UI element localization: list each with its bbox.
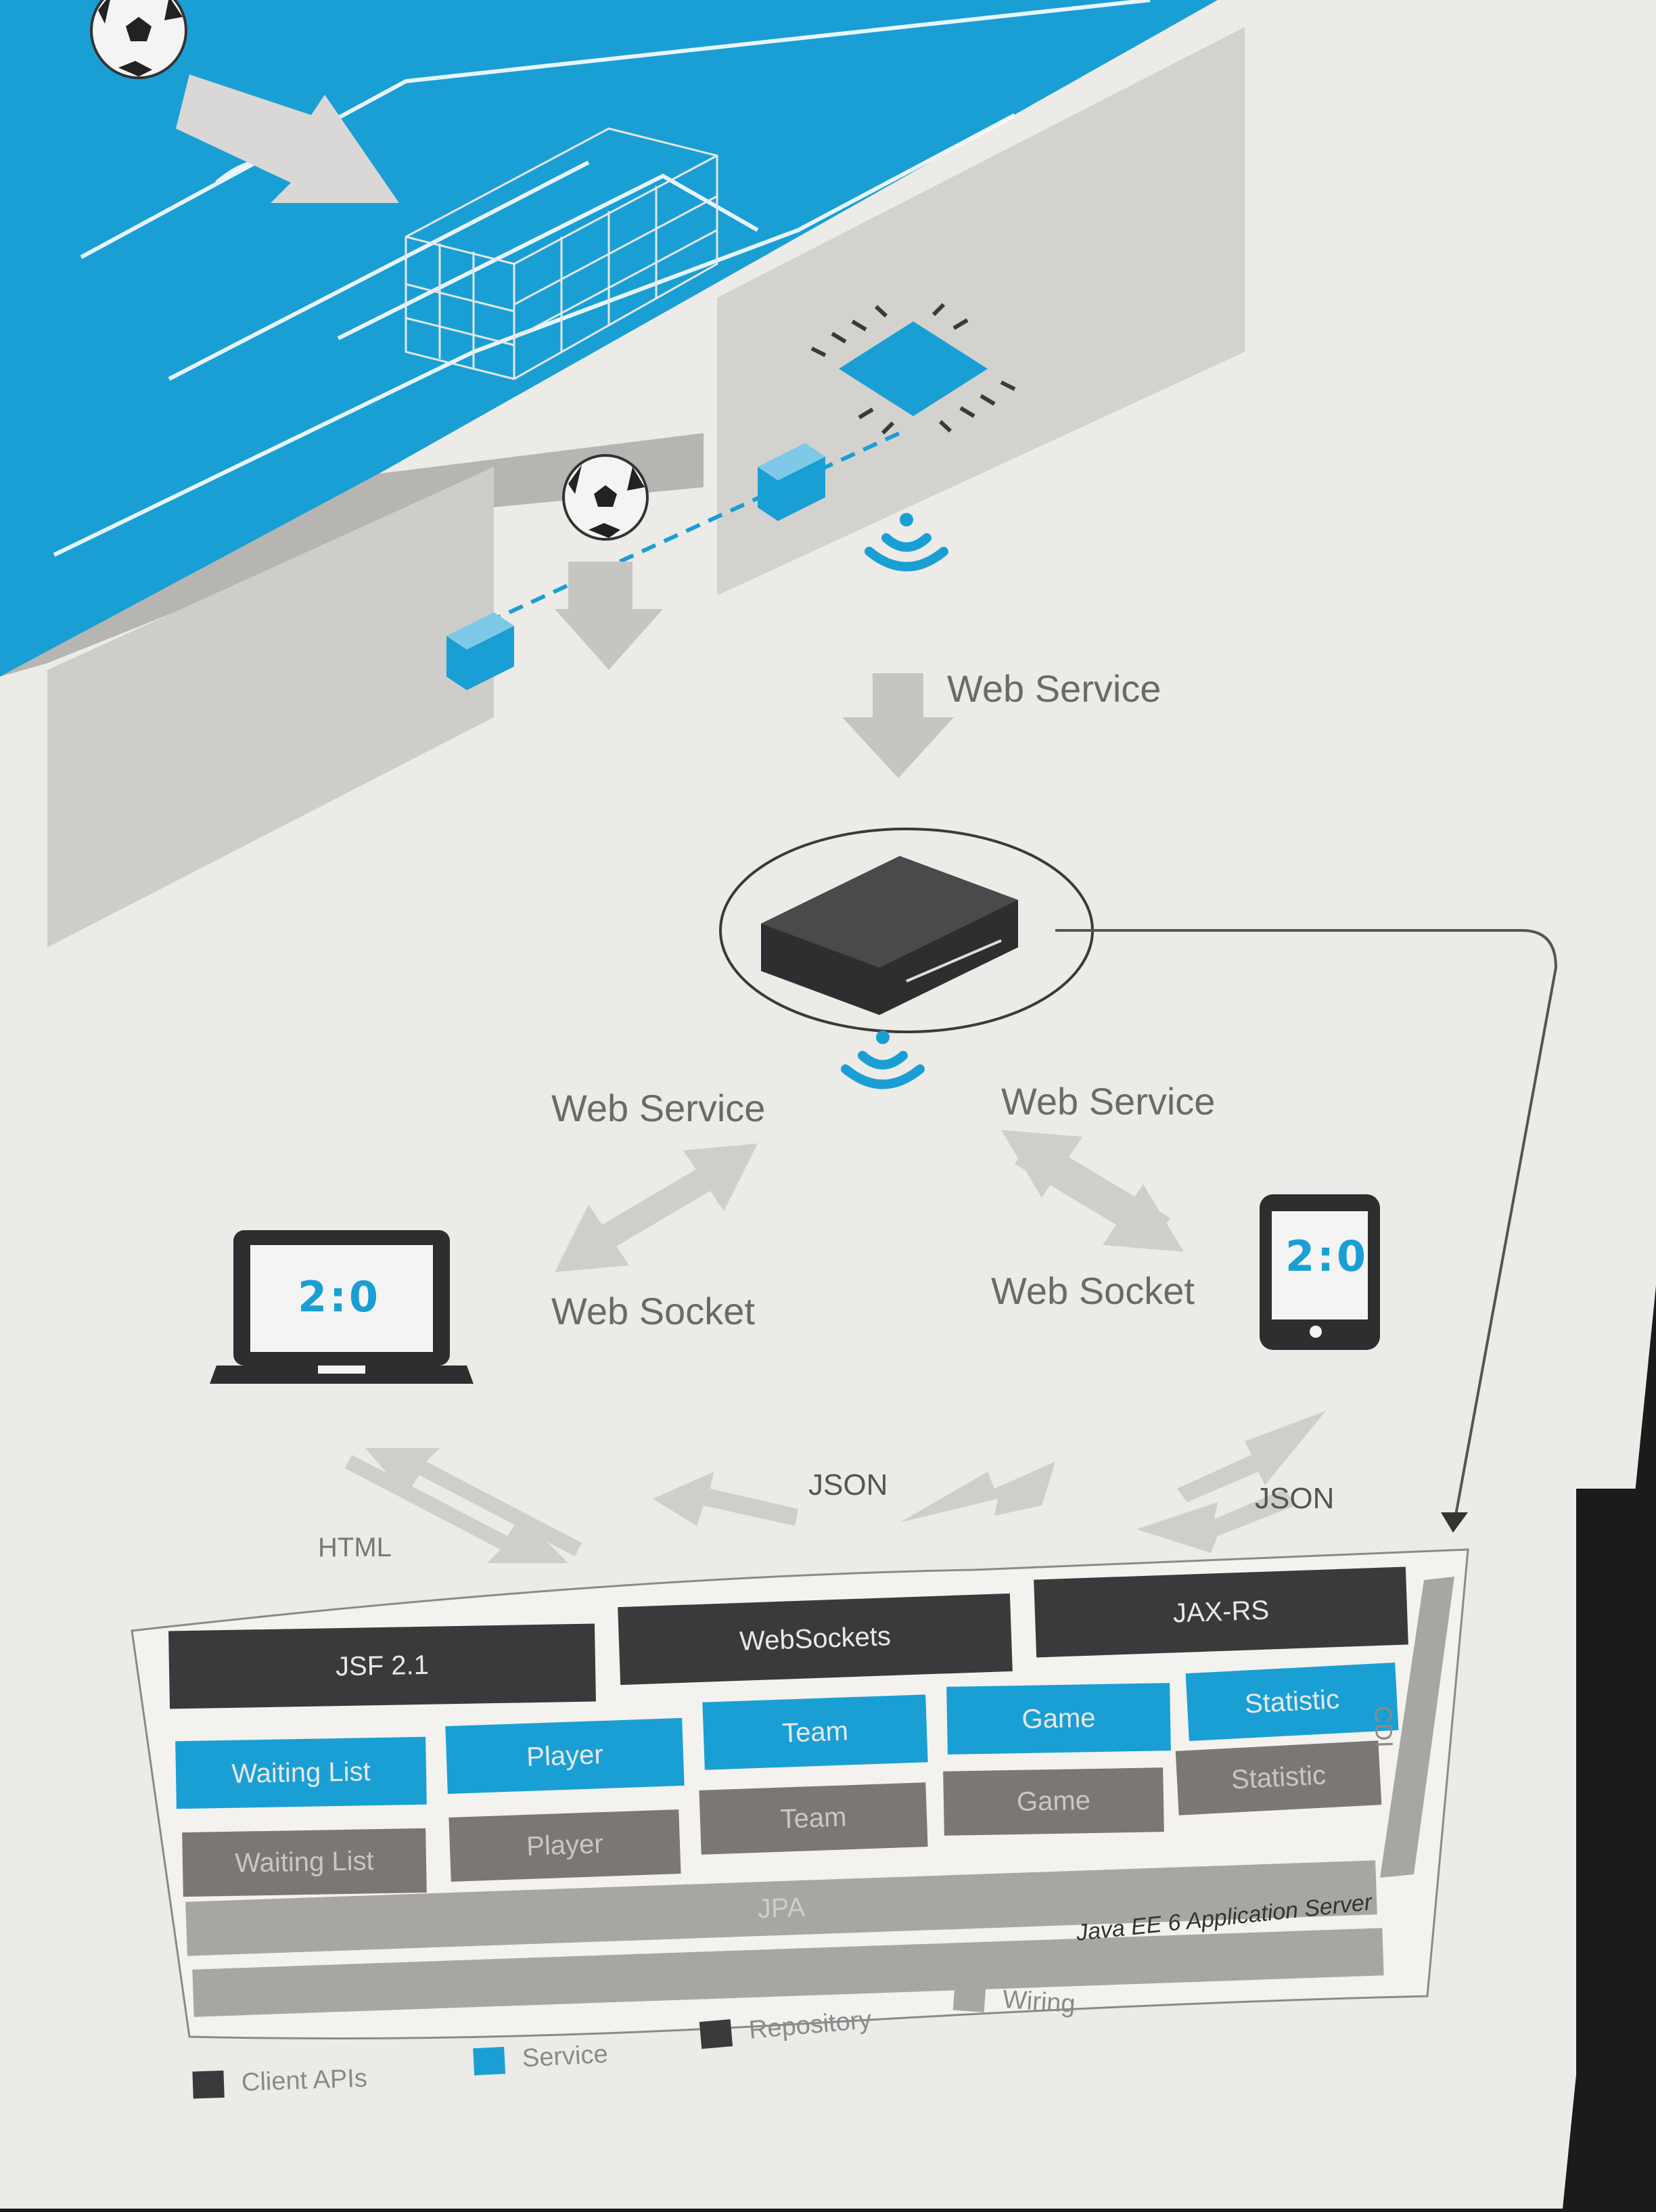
client-api-jaxrs: JAX-RS bbox=[1034, 1566, 1408, 1658]
label-json-center: JSON bbox=[808, 1468, 888, 1502]
label-left-web-socket: Web Socket bbox=[551, 1290, 755, 1332]
cdi-label: CDI bbox=[1369, 1705, 1399, 1748]
left-wall bbox=[47, 467, 494, 947]
legend-label: Client APIs bbox=[241, 2064, 368, 2097]
service-statistic: Statistic bbox=[1185, 1662, 1399, 1742]
cdi-bar bbox=[1380, 1577, 1454, 1878]
repository-team: Team bbox=[699, 1782, 928, 1855]
goal-net-icon bbox=[405, 127, 718, 380]
repository-player: Player bbox=[448, 1809, 681, 1882]
client-api-websockets: WebSockets bbox=[618, 1593, 1013, 1686]
legend-swatch bbox=[192, 2070, 225, 2098]
dark-room-edge bbox=[1576, 1489, 1656, 2209]
label-top-web-service: Web Service bbox=[947, 667, 1162, 710]
legend-client-apis: Client APIs bbox=[192, 2064, 368, 2100]
label-html: HTML bbox=[318, 1533, 392, 1562]
service-team: Team bbox=[702, 1694, 928, 1770]
legend-swatch bbox=[473, 2046, 506, 2075]
phone-icon bbox=[1260, 1194, 1380, 1350]
label-left-web-service: Web Service bbox=[551, 1087, 766, 1129]
soccer-ball-icon bbox=[562, 454, 649, 541]
legend-label: Wiring bbox=[1001, 1985, 1076, 2019]
label-right-web-socket: Web Socket bbox=[991, 1269, 1195, 1312]
wifi-icon bbox=[841, 1031, 925, 1089]
soccer-ball-icon bbox=[90, 0, 187, 79]
wifi-icon bbox=[865, 513, 948, 572]
label-json-right: JSON bbox=[1255, 1482, 1335, 1515]
signal-line bbox=[486, 431, 901, 625]
repository-waiting-list: Waiting List bbox=[182, 1828, 427, 1897]
connector-line bbox=[1055, 929, 1558, 1523]
bidirectional-arrows bbox=[555, 1130, 1184, 1272]
laptop-score: 2:0 bbox=[298, 1272, 382, 1322]
gateway-box-icon bbox=[761, 856, 1018, 1015]
down-arrow bbox=[842, 673, 954, 778]
protocol-arrows bbox=[345, 1411, 1326, 1563]
repository-game: Game bbox=[943, 1767, 1164, 1836]
chip-icon bbox=[810, 302, 1016, 435]
right-wall bbox=[717, 27, 1245, 595]
repository-statistic: Statistic bbox=[1175, 1740, 1382, 1815]
legend-swatch bbox=[699, 2018, 733, 2049]
sensor-icon bbox=[446, 612, 514, 690]
sensor-icon bbox=[758, 443, 825, 521]
soccer-pitch bbox=[0, 0, 1245, 947]
laptop-icon bbox=[210, 1230, 474, 1384]
label-right-web-service: Web Service bbox=[1001, 1080, 1216, 1123]
service-player: Player bbox=[445, 1717, 685, 1795]
service-waiting-list: Waiting List bbox=[175, 1736, 427, 1809]
shot-arrow bbox=[176, 74, 399, 203]
client-api-jsf: JSF 2.1 bbox=[168, 1623, 596, 1709]
legend-label: Service bbox=[521, 2039, 609, 2073]
service-game: Game bbox=[946, 1683, 1171, 1755]
phone-score: 2:0 bbox=[1285, 1232, 1369, 1281]
legend-swatch bbox=[952, 1983, 986, 2012]
